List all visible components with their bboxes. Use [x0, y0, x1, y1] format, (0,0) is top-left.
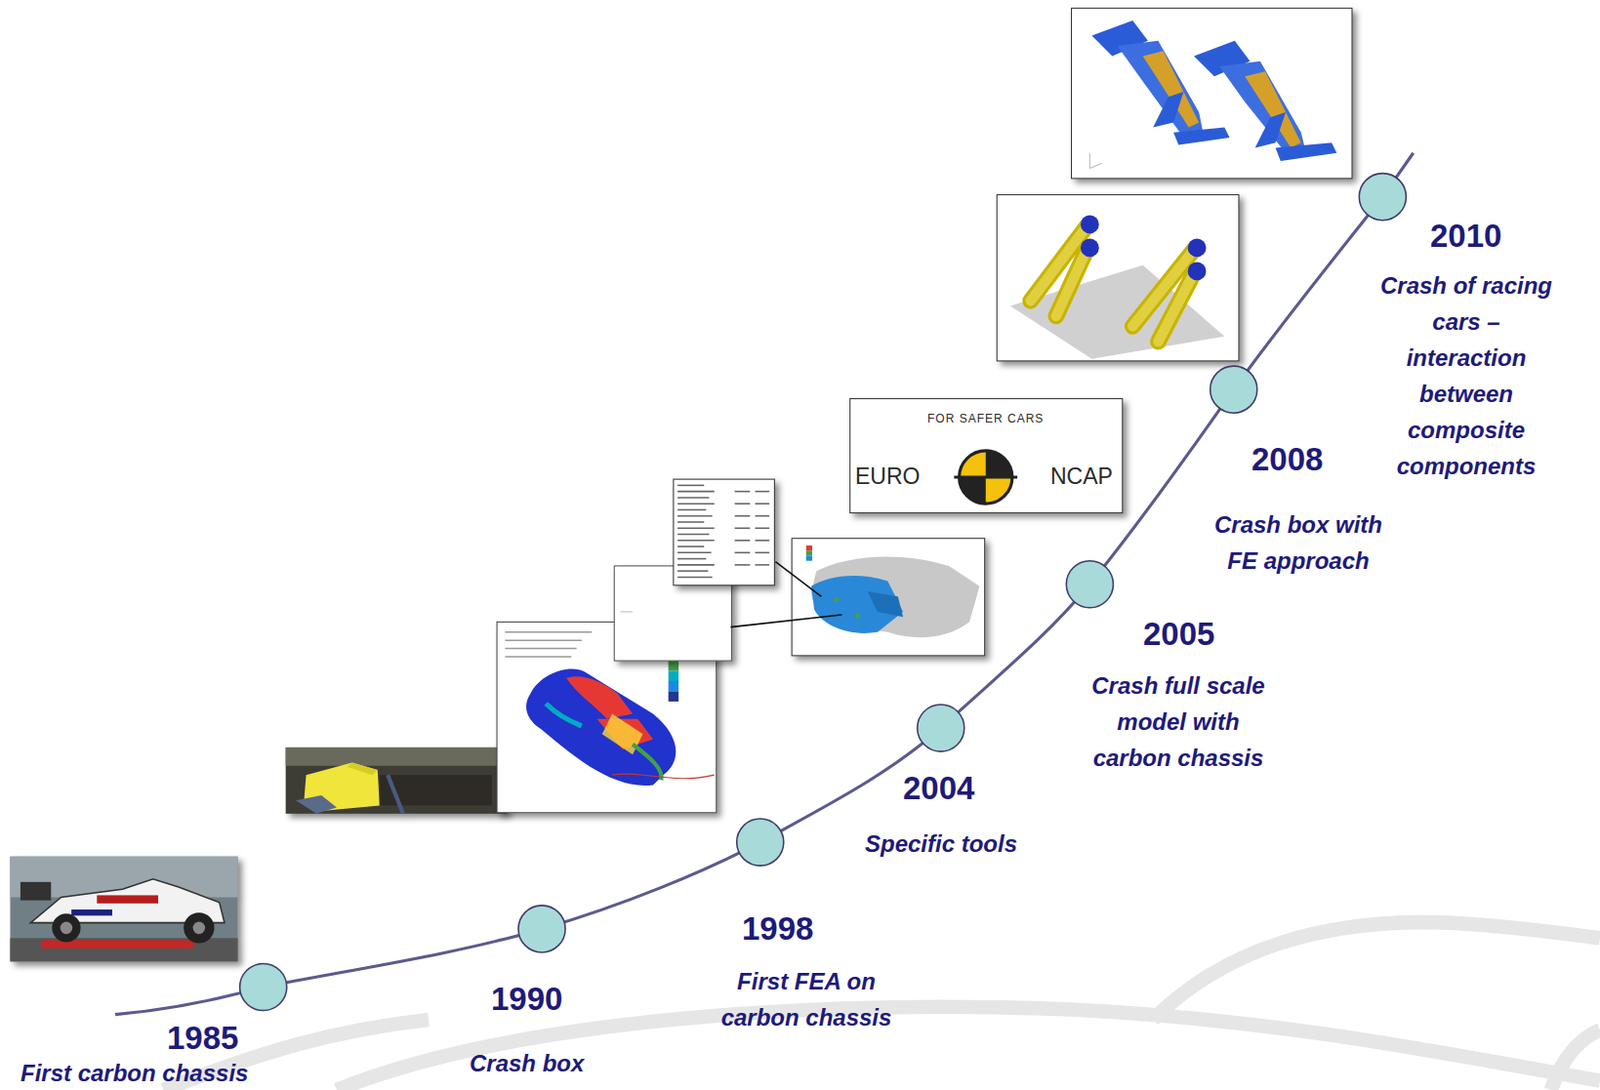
milestone-text: First carbon chassis: [20, 1055, 248, 1090]
crash-box-photo: [286, 747, 508, 815]
year-label: 1998: [741, 910, 814, 948]
year-label: 1985: [166, 1020, 239, 1058]
milestone-text: Crash of racing cars – interaction betwe…: [1378, 267, 1555, 485]
year-label: 2004: [902, 770, 975, 808]
logo-text: NCAP: [1050, 463, 1113, 491]
year-label: 1990: [491, 981, 563, 1019]
year-label: 2008: [1251, 441, 1323, 479]
milestone-text: Crash full scale model with carbon chass…: [1085, 667, 1272, 777]
leader-line: [775, 562, 821, 598]
logo-text: EURO: [855, 463, 920, 491]
euro-ncap-logo: [850, 399, 1123, 514]
crash-box-model: [996, 195, 1239, 362]
milestone-text: Specific tools: [864, 825, 1018, 862]
data-table: [673, 479, 775, 586]
watermark: [163, 922, 1600, 1090]
milestone-text: Crash box: [469, 1045, 584, 1082]
racing-cars-model: [1071, 7, 1353, 178]
logo-slogan: FOR SAFER CARS: [927, 411, 1044, 426]
milestone-text: First FEA on carbon chassis: [703, 963, 909, 1036]
year-label: 2005: [1143, 615, 1215, 654]
ncap-emblem: [953, 451, 1018, 504]
leader-line: [730, 615, 842, 628]
milestone-dots: [240, 173, 1407, 1012]
car-photo: [9, 857, 238, 963]
milestone-text: Crash box with FE approach: [1200, 506, 1396, 579]
timeline-curve: [115, 153, 1414, 1016]
chassis-model: [791, 538, 985, 657]
year-label: 2010: [1430, 217, 1502, 255]
